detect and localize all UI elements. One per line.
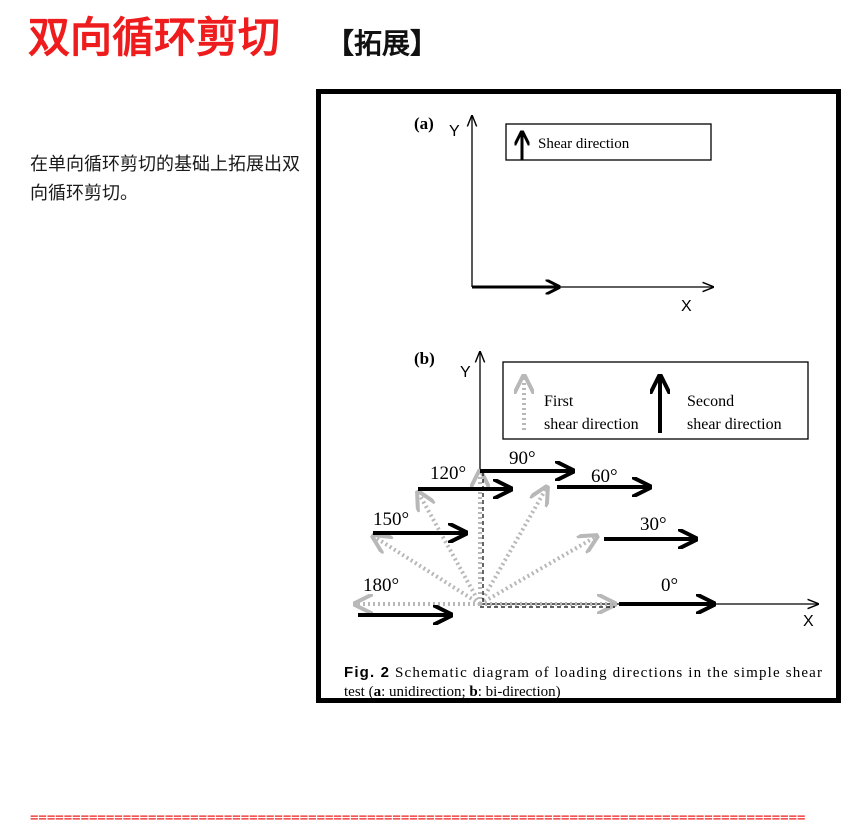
- title-tag: 【拓展】: [326, 27, 439, 60]
- loading-directions-figure: (a) Y X Shear direction (b) Y X: [316, 89, 841, 703]
- angle-label-30: 30°: [640, 514, 667, 535]
- second-shear-arrows: [358, 471, 714, 615]
- first-shear-arrow-30: [478, 536, 597, 606]
- angle-label-150: 150°: [373, 509, 409, 530]
- description-text: 在单向循环剪切的基础上拓展出双向循环剪切。: [30, 154, 300, 204]
- panel-a-legend-box: [505, 123, 712, 161]
- angle-label-60: 60°: [591, 466, 618, 487]
- legend-second-label-2: shear direction: [687, 416, 782, 433]
- panel-a-y-label: Y: [449, 123, 460, 140]
- panel-b-legend-box: [502, 361, 809, 440]
- legend-second-label-1: Second: [687, 393, 734, 410]
- panel-a-x-label: X: [681, 298, 692, 315]
- angle-label-180: 180°: [363, 575, 399, 596]
- figure-caption-line-1: Fig. 2 Schematic diagram of loading dire…: [344, 664, 822, 681]
- page-divider: ========================================…: [30, 810, 806, 826]
- panel-a-legend-label: Shear direction: [538, 136, 630, 152]
- panel-b-x-label: X: [803, 613, 814, 630]
- panel-b-y-label: Y: [460, 364, 471, 381]
- legend-first-label-2: shear direction: [544, 416, 639, 433]
- angle-label-0: 0°: [661, 575, 678, 596]
- first-shear-arrow-120: [418, 492, 482, 605]
- angle-label-90: 90°: [509, 448, 536, 469]
- angle-label-120: 120°: [430, 463, 466, 484]
- legend-first-label-1: First: [544, 393, 574, 410]
- figure-drawing: (a) Y X Shear direction (b) Y X: [344, 114, 822, 698]
- panel-b-label: (b): [414, 349, 435, 368]
- first-shear-arrow-60: [478, 487, 547, 605]
- page-title: 双向循环剪切: [28, 13, 281, 62]
- figure-caption-line-2: test (a: unidirection; b: bi-direction): [344, 684, 561, 698]
- first-shear-arrows: [355, 471, 615, 604]
- panel-a-label: (a): [414, 114, 434, 133]
- first-shear-arrow-150: [373, 536, 482, 606]
